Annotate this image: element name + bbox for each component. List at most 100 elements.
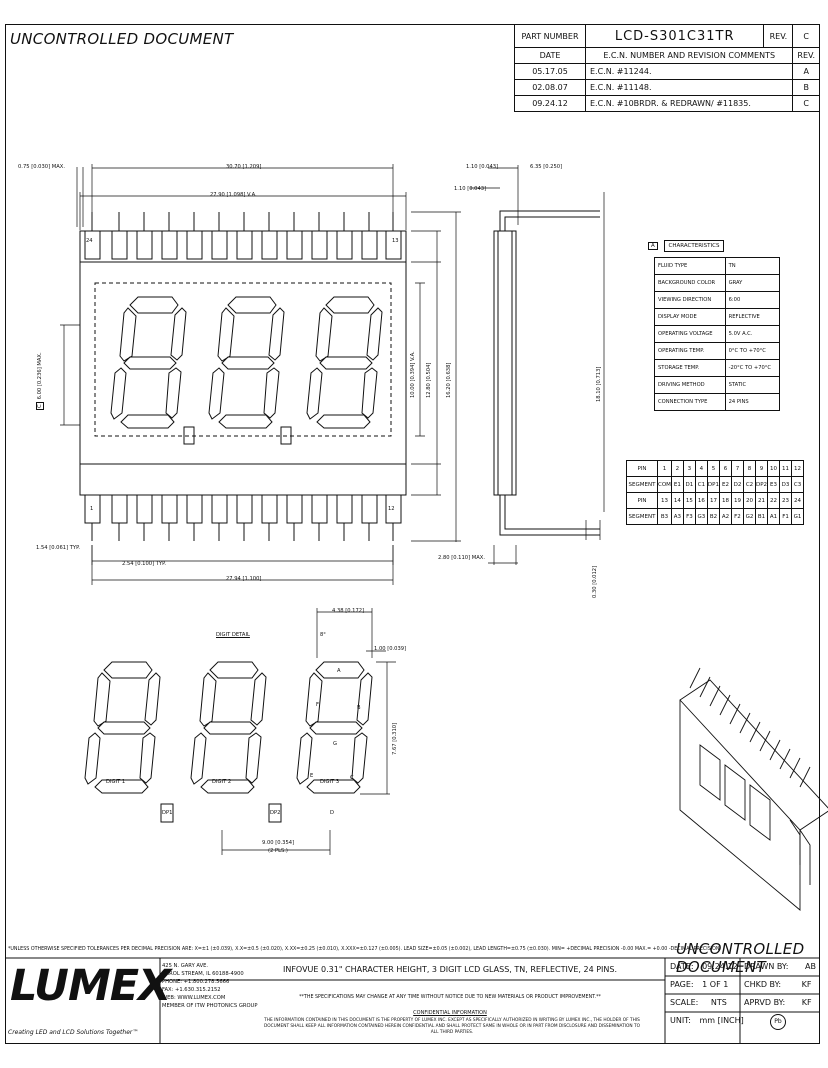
pin-table-cell: A1	[767, 508, 781, 525]
confidential-text: THE INFORMATION CONTAINED IN THIS DOCUME…	[263, 1018, 641, 1035]
dim-digit-pitch: 9.00 [0.354]	[262, 840, 295, 846]
dim-digit-width: 4.38 [0.172]	[332, 608, 365, 614]
pin-table-cell: 18	[718, 492, 732, 509]
pin-table-cell: F3	[682, 508, 696, 525]
pin-table-cell: E3	[767, 476, 781, 493]
char-value: 5.0V A.C.	[724, 325, 781, 343]
char-key: CONNECTION TYPE	[654, 393, 726, 411]
dp1-label: DP1	[162, 810, 173, 816]
tb-drawn-value: AB	[804, 962, 816, 971]
pin-table-cell: 22	[767, 492, 781, 509]
pin-table-cell: C1	[694, 476, 708, 493]
pin-table-cell: G3	[694, 508, 708, 525]
address-line: WEB: WWW.LUMEX.COM	[162, 995, 226, 1001]
pin-table-cell: G1	[791, 508, 805, 525]
tb-scale: SCALE: NTS	[670, 998, 727, 1007]
dim-slant: 8°	[320, 632, 326, 638]
digit-detail-title: DIGIT DETAIL	[216, 632, 250, 638]
spec-note: **THE SPECIFICATIONS MAY CHANGE AT ANY T…	[299, 995, 601, 1000]
rev-letter: C	[792, 95, 820, 112]
lcd-front-outline	[79, 230, 407, 496]
pin-table-cell: 2	[670, 460, 684, 477]
pin-table-cell: 1	[657, 460, 672, 477]
rev-letter: A	[792, 63, 820, 80]
segment-d-label: D	[330, 810, 334, 816]
pin-label-13: 13	[392, 238, 399, 244]
tb-date: DATE: 09.24.12	[670, 962, 738, 971]
char-key: STORAGE TEMP.	[654, 359, 726, 377]
uncontrolled-footer: UNCONTROLLED DOCUMENT	[676, 940, 805, 976]
address-line: PHONE: +1.800.278.5666	[162, 979, 230, 985]
characteristics-header: A CHARACTERISTICS	[648, 240, 725, 252]
dim-overall-width: 30.70 [1.209]	[226, 164, 262, 170]
dim-digit-height: 7.67 [0.310]	[392, 722, 398, 755]
digit-3-label: DIGIT 3	[320, 779, 340, 785]
tolerance-note: *UNLESS OTHERWISE SPECIFIED TOLERANCES P…	[8, 947, 720, 952]
tb-page: PAGE: 1 OF 1	[670, 980, 728, 989]
tb-scale-value: NTS	[710, 998, 727, 1007]
drawing-sheet	[5, 24, 820, 1044]
pin-table-cell: B2	[706, 508, 720, 525]
rev-value: C	[792, 24, 820, 48]
dim-total-height: 18.10 [0.713]	[596, 366, 602, 402]
pin-table-header-cell: SEGMENT	[626, 508, 658, 525]
tb-unit-label: UNIT:	[670, 1016, 691, 1025]
company-address: 425 N. GARY AVE. CAROL STREAM, IL 60188-…	[162, 962, 257, 1010]
tb-chkd-value: KF	[801, 980, 812, 989]
char-key: DRIVING METHOD	[654, 376, 726, 394]
tb-unit: UNIT: mm [INCH]	[670, 1016, 744, 1025]
pin-label-1: 1	[90, 506, 94, 512]
pin-table-cell: 20	[742, 492, 756, 509]
dim-glass-height: 12.80 [0.504]	[426, 362, 432, 398]
pin-table-cell: D1	[682, 476, 696, 493]
char-value: 6:00	[724, 291, 781, 309]
pin-table-cell: 13	[657, 492, 672, 509]
pin-table-cell: 23	[779, 492, 793, 509]
pin-table-cell: 11	[779, 460, 793, 477]
dim-va-width: 27.90 [1.098] V.A.	[210, 192, 257, 198]
char-key: OPERATING TEMP.	[654, 342, 726, 360]
char-key: VIEWING DIRECTION	[654, 291, 726, 309]
dim-side-2: 1.10 [0.043]	[454, 186, 487, 192]
tb-unit-value: mm [INCH]	[699, 1016, 744, 1025]
pin-table-cell: DP1	[706, 476, 720, 493]
pin-table-cell: 8	[742, 460, 756, 477]
pin-table-cell: 19	[730, 492, 744, 509]
tb-aprvd: APRVD BY: KF	[744, 998, 812, 1007]
pin-table-cell: 7	[730, 460, 744, 477]
char-value: STATIC	[724, 376, 781, 394]
digit-detail-drawing	[84, 608, 396, 855]
pin-table-cell: A2	[718, 508, 732, 525]
lcd-3d-illustration	[679, 667, 828, 911]
pb-free-icon: Pb	[770, 1014, 786, 1030]
pin-table-cell: B1	[754, 508, 769, 525]
char-value: 24 PINS	[724, 393, 781, 411]
char-value: GRAY	[724, 274, 781, 292]
tb-chkd-label: CHKD BY:	[744, 980, 782, 989]
pin-table-cell: 12	[791, 460, 805, 477]
tb-aprvd-value: KF	[801, 998, 812, 1007]
pin-table-cell: 4	[694, 460, 708, 477]
tb-page-value: 1 OF 1	[702, 980, 729, 989]
char-value: TN	[724, 257, 781, 275]
confidential-title: CONFIDENTIAL INFORMATION	[413, 1010, 487, 1016]
address-line: 425 N. GARY AVE.	[162, 963, 209, 969]
tb-date-label: DATE:	[670, 962, 694, 971]
pin-table-cell: B3	[657, 508, 672, 525]
pin-table-cell: 14	[670, 492, 684, 509]
char-value: 0°C TO +70°C	[724, 342, 781, 360]
pin-table-cell: E1	[670, 476, 684, 493]
pin-table-cell: 21	[754, 492, 769, 509]
top-pin-row	[84, 212, 402, 260]
dim-pin-pitch: 2.54 [0.100] TYP.	[122, 561, 167, 567]
